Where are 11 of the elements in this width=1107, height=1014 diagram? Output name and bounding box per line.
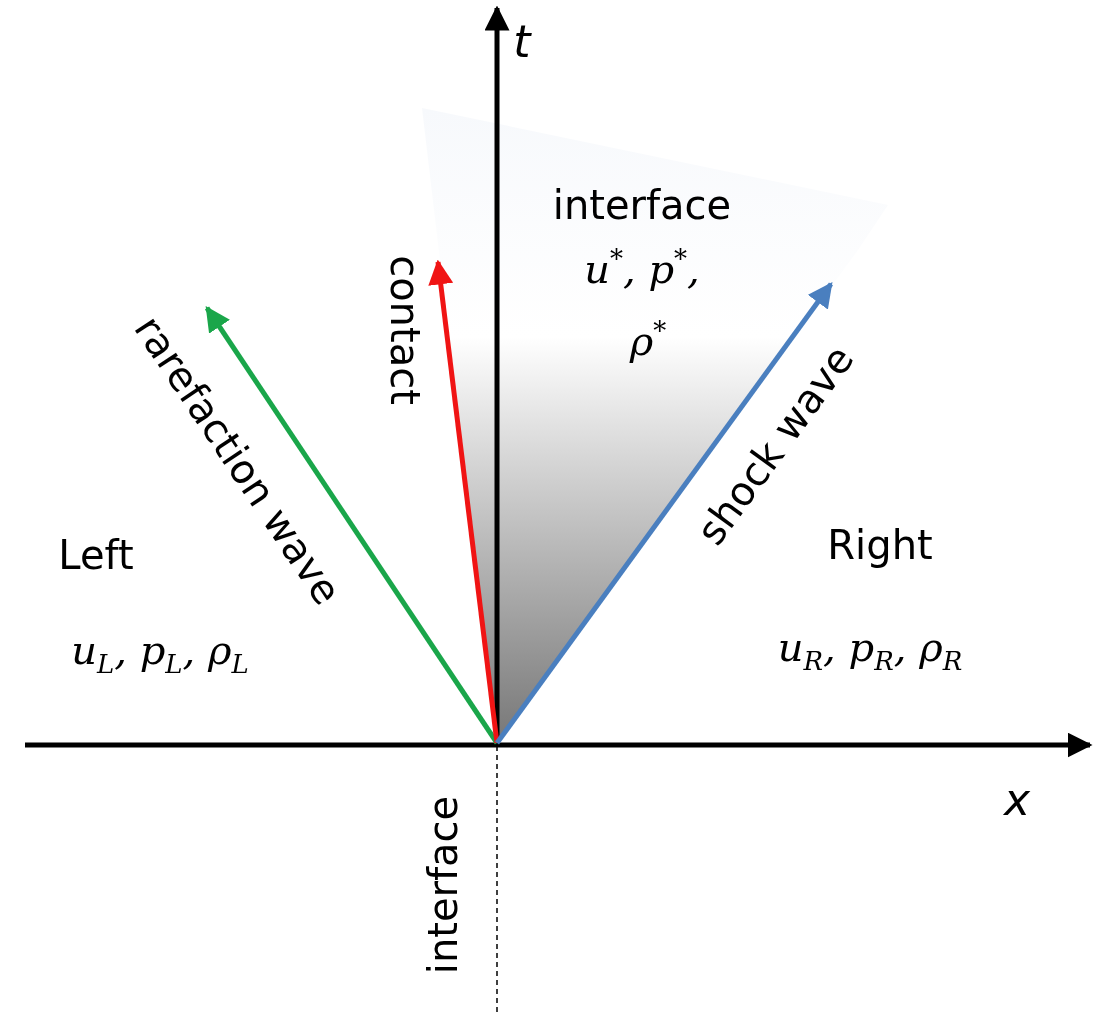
state-variables: u$_{R}$, p$_{R}$, ρ$_{R}$ [777, 624, 963, 676]
t-axis-label: t [513, 17, 531, 67]
interface-label: interface [421, 795, 465, 975]
region-label: Right [827, 523, 933, 567]
state-variables: ρ$^{*}$ [629, 317, 667, 363]
region-label: interface [552, 183, 732, 227]
state-variables: u$^{*}$, p$^{*}$, [584, 245, 700, 291]
region-label: Left [58, 533, 134, 577]
x-axis-label: x [1004, 775, 1030, 825]
state-variables: u$_{L}$, p$_{L}$, ρ$_{L}$ [71, 627, 249, 679]
wave-label: contact [383, 255, 427, 405]
